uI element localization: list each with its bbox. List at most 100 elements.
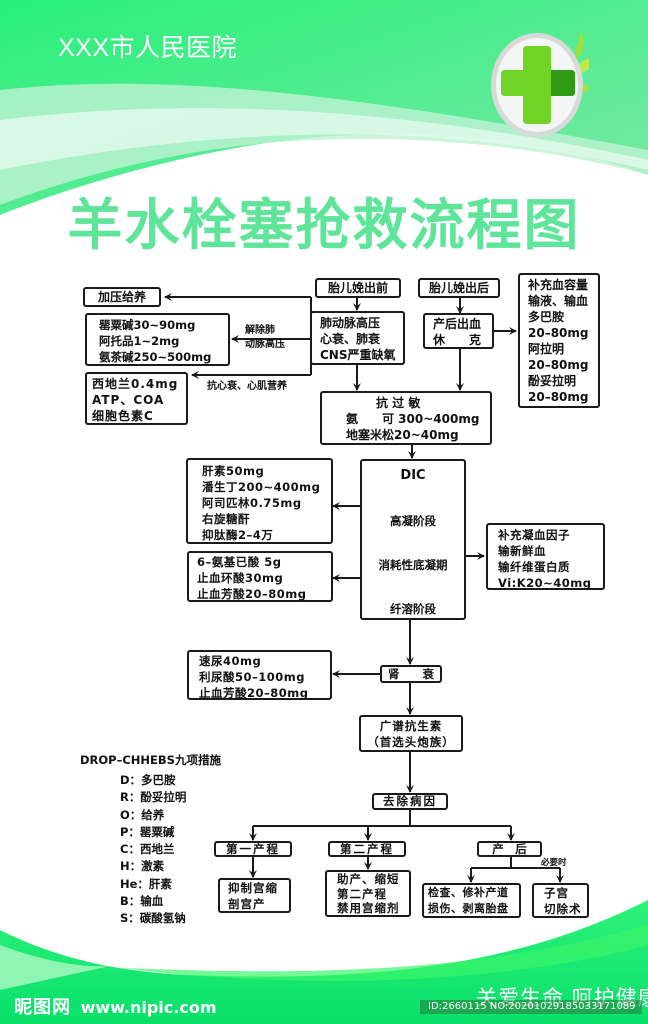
- hysterectomy-line-2: 切除术: [544, 902, 582, 916]
- pph-line-1: 产后出血: [433, 317, 482, 331]
- antibiotics-line-1: 广谱抗生素: [379, 719, 443, 733]
- first-stage-action-2: 剖宫产: [228, 897, 266, 911]
- postpartum-action-1: 检查、修补产道: [428, 886, 509, 899]
- coagulation-factors-box: 补充凝血因子 输新鲜血 输纤维蛋白质 Vi:K20~40mg: [486, 523, 605, 590]
- drug-ethacrynic-acid: 利尿酸50–100mg: [199, 670, 305, 684]
- antibiotics-line-2: （首选头炮族）: [367, 735, 455, 749]
- drug-pamba: 止血芳酸20–80mg: [199, 686, 309, 700]
- when-needed-label: 必要时: [541, 858, 567, 868]
- second-stage-action-3: 禁用宫缩剂: [337, 901, 400, 915]
- legend-item: B：输血: [120, 894, 164, 909]
- second-stage-action-1: 助产、缩短: [337, 872, 400, 886]
- second-stage-action-box: 助产、缩短 第二产程 禁用宫缩剂: [325, 870, 411, 917]
- dic-box: DIC 高凝阶段 消耗性底凝期 纤溶阶段: [360, 459, 466, 620]
- hysterectomy-box: 子宫 切除术: [532, 883, 589, 918]
- remove-cause-box: 去除病因: [372, 793, 448, 810]
- after-delivery-label: 胎儿娩出后: [428, 281, 489, 295]
- dic-stage-hypercoagulable: 高凝阶段: [390, 514, 436, 528]
- pressurize-oxygen-label: 加压给养: [97, 290, 146, 304]
- drug-furosemide: 速尿40mg: [199, 654, 262, 668]
- image-id-bar: ID:2660115 NO:20201029185033171089: [420, 1000, 642, 1014]
- postpartum-hemorrhage-box: 产后出血 休 克: [423, 313, 494, 349]
- legend-item: C：西地兰: [120, 842, 175, 857]
- coag-line-2: 输新鲜血: [498, 544, 546, 558]
- drug-dextran: 右旋糖酐: [202, 512, 250, 526]
- coag-line-1: 补充凝血因子: [498, 528, 570, 542]
- hysterectomy-line-1: 子宫: [544, 886, 569, 900]
- watermark-logo: 昵图网: [14, 997, 71, 1018]
- legend-item: S：碳酸氢钠: [120, 911, 186, 926]
- second-stage-box: 第二产程: [328, 841, 406, 857]
- volume-line-1: 补充血容量: [528, 278, 589, 292]
- pulmonary-line-1: 肺动脉高压: [320, 316, 381, 330]
- legend-item: D：多巴胺: [120, 773, 176, 787]
- legend-item: O：给养: [120, 807, 165, 822]
- coag-line-3: 输纤维蛋白质: [498, 560, 570, 574]
- renal-failure-box: 肾 衰: [380, 665, 442, 683]
- dic-title: DIC: [400, 468, 426, 483]
- anti-allergy-drug-1: 氨 可 300~400mg: [346, 412, 480, 426]
- volume-line-2: 输液、输血: [528, 294, 589, 308]
- anti-allergy-drug-2: 地塞米松20~40mg: [346, 428, 459, 442]
- watermark: 昵图网 www.nipic.com: [14, 993, 217, 1019]
- anti-allergy-title: 抗 过 敏: [376, 396, 421, 410]
- anti-allergy-box: 抗 过 敏 氨 可 300~400mg 地塞米松20~40mg: [320, 391, 492, 445]
- legend-item: R：酚妥拉明: [120, 790, 187, 805]
- before-delivery-label: 胎儿娩出前: [327, 281, 388, 295]
- volume-line-5: 阿拉明: [528, 342, 565, 356]
- first-stage-action-1: 抑制宫缩: [228, 881, 278, 895]
- volume-line-8: 20–80mg: [528, 390, 589, 404]
- pulmonary-line-2: 心衰、肺衰: [320, 332, 381, 346]
- postpartum-label: 产 后: [492, 842, 527, 856]
- drug-atp-coa: ATP、COA: [92, 393, 165, 407]
- pressurize-oxygen-box: 加压给养: [83, 287, 161, 307]
- drug-aminophylline: 氨茶碱250~500mg: [99, 350, 212, 364]
- volume-line-6: 20–80mg: [528, 358, 589, 372]
- pulmonary-line-3: CNS严重缺氧: [320, 348, 396, 362]
- drug-papaverine: 罂粟碱30~90mg: [99, 318, 196, 332]
- drop-chhebs-legend: DROP–CHHEBS九项措施 D：多巴胺 R：酚妥拉明 O：给养 P：罂粟碱 …: [80, 752, 221, 928]
- renal-drugs-box: 速尿40mg 利尿酸50–100mg 止血芳酸20–80mg: [187, 650, 332, 700]
- drug-dipyridamole: 潘生丁200~400mg: [202, 480, 321, 494]
- volume-line-3: 多巴胺: [528, 310, 565, 324]
- antibiotics-box: 广谱抗生素 （首选头炮族）: [359, 715, 463, 752]
- drug-aprotinin: 抑肽酶2–4万: [202, 528, 274, 542]
- drug-aspirin: 阿司匹林0.75mg: [202, 496, 302, 510]
- antifibrinolytic-drugs-box: 6–氨基已酸 5g 止血环酸30mg 止血芳酸20–80mg: [187, 551, 333, 602]
- first-stage-label: 第一产程: [226, 842, 280, 856]
- coag-line-4: Vi:K20~40mg: [498, 576, 592, 590]
- relieve-pulmonary-label: 解除肺 动脉高压: [245, 324, 285, 352]
- postpartum-action-2: 损伤、剥离胎盘: [428, 902, 509, 915]
- remove-cause-label: 去除病因: [383, 794, 437, 808]
- drug-aminomethylbenzoic-acid: 止血芳酸20–80mg: [197, 587, 307, 601]
- drug-heparin: 肝素50mg: [202, 464, 265, 478]
- legend-title: DROP–CHHEBS九项措施: [80, 753, 221, 767]
- green-medical-cross-icon: [491, 32, 589, 137]
- renal-failure-label: 肾 衰: [388, 667, 434, 681]
- watermark-url: www.nipic.com: [80, 998, 217, 1017]
- postpartum-box: 产 后: [477, 841, 542, 857]
- postpartum-action-box: 检查、修补产道 损伤、剥离胎盘: [422, 883, 521, 918]
- dic-stage-consumptive: 消耗性底凝期: [378, 558, 448, 572]
- second-stage-action-2: 第二产程: [337, 886, 387, 901]
- relieve-pulmonary-drugs-box: 罂粟碱30~90mg 阿托品1~2mg 氨茶碱250~500mg: [85, 313, 230, 366]
- dic-stage-fibrinolytic: 纤溶阶段: [390, 602, 436, 616]
- first-stage-box: 第一产程: [214, 841, 292, 857]
- drug-aminocaproic-acid: 6–氨基已酸 5g: [197, 555, 282, 569]
- pph-line-2: 休 克: [433, 333, 482, 347]
- anticoagulant-drugs-box: 肝素50mg 潘生丁200~400mg 阿司匹林0.75mg 右旋糖酐 抑肽酶2…: [186, 458, 333, 544]
- first-stage-action-box: 抑制宫缩 剖宫产: [218, 878, 291, 913]
- drug-tranexamic-acid: 止血环酸30mg: [197, 571, 284, 585]
- second-stage-label: 第二产程: [340, 842, 394, 856]
- volume-line-4: 20–80mg: [528, 326, 589, 340]
- legend-item: H：激素: [120, 859, 165, 874]
- anti-heart-failure-label: 抗心衰、心肌营养: [207, 381, 287, 392]
- volume-line-7: 酚妥拉明: [528, 374, 577, 388]
- volume-replacement-box: 补充血容量 输液、输血 多巴胺 20–80mg 阿拉明 20–80mg 酚妥拉明…: [518, 273, 600, 408]
- relieve-label-line-1: 解除肺: [245, 325, 275, 336]
- after-delivery-box: 胎儿娩出后: [418, 278, 500, 298]
- relieve-label-line-2: 动脉高压: [245, 339, 285, 350]
- pulmonary-hypertension-box: 肺动脉高压 心衰、肺衰 CNS严重缺氧: [310, 311, 405, 365]
- before-delivery-box: 胎儿娩出前: [315, 278, 401, 298]
